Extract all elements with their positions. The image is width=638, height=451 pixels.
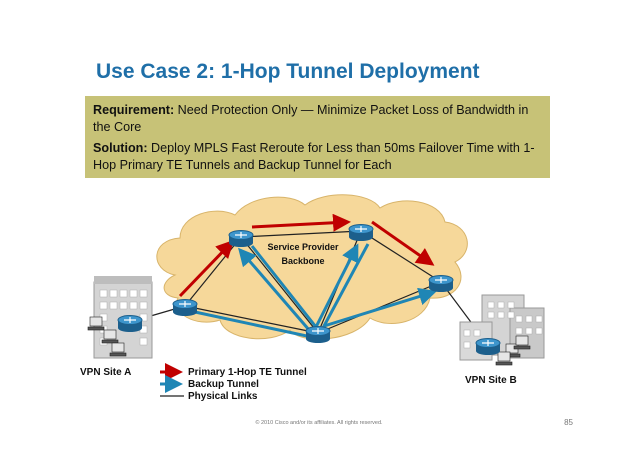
solution-label: Solution: xyxy=(93,141,148,155)
router-icon xyxy=(305,326,331,343)
slide-title: Use Case 2: 1-Hop Tunnel Deployment xyxy=(96,60,480,83)
router-icon xyxy=(172,299,198,316)
legend-swatches xyxy=(160,363,184,397)
router-icon xyxy=(117,315,143,332)
requirement-text: Need Protection Only — Minimize Packet L… xyxy=(93,103,529,134)
legend-backup: Backup Tunnel xyxy=(188,378,259,390)
physical-link xyxy=(240,230,362,238)
cloud-label-line2: Backbone xyxy=(281,256,325,266)
legend-primary: Primary 1-Hop TE Tunnel xyxy=(188,366,307,378)
primary-tunnels xyxy=(178,213,435,298)
legend-physical: Physical Links xyxy=(188,390,258,402)
backup-tunnel-arrow xyxy=(320,243,437,329)
building-site-b xyxy=(459,294,545,361)
router-icon xyxy=(348,224,374,241)
routers xyxy=(117,224,501,355)
service-provider-cloud xyxy=(156,194,468,340)
primary-tunnel-arrow xyxy=(371,220,435,266)
pc-icon xyxy=(495,335,531,366)
page-number: 85 xyxy=(564,418,573,427)
router-icon xyxy=(428,275,454,292)
solution-text: Deploy MPLS Fast Reroute for Less than 5… xyxy=(93,141,535,172)
solution-paragraph: Solution: Deploy MPLS Fast Reroute for L… xyxy=(93,140,542,174)
cloud-label-line1: Service Provider xyxy=(267,242,339,252)
physical-link xyxy=(184,305,319,334)
site-b-label: VPN Site B xyxy=(465,375,517,386)
copyright-footer: © 2010 Cisco and/or its affiliates. All … xyxy=(255,420,383,426)
requirement-box: Requirement: Need Protection Only — Mini… xyxy=(85,96,550,178)
requirement-label: Requirement: xyxy=(93,103,175,117)
pc-icon xyxy=(87,316,127,357)
cloud-label: Service Provider Backbone xyxy=(258,242,348,266)
requirement-paragraph: Requirement: Need Protection Only — Mini… xyxy=(93,102,542,136)
physical-link xyxy=(360,230,442,283)
primary-tunnel-arrow xyxy=(251,213,351,232)
legend: Primary 1-Hop TE Tunnel Backup Tunnel Ph… xyxy=(188,366,307,402)
router-icon xyxy=(475,338,501,355)
site-a-label: VPN Site A xyxy=(80,367,132,378)
primary-tunnel-arrow xyxy=(178,239,235,298)
router-icon xyxy=(228,230,254,247)
